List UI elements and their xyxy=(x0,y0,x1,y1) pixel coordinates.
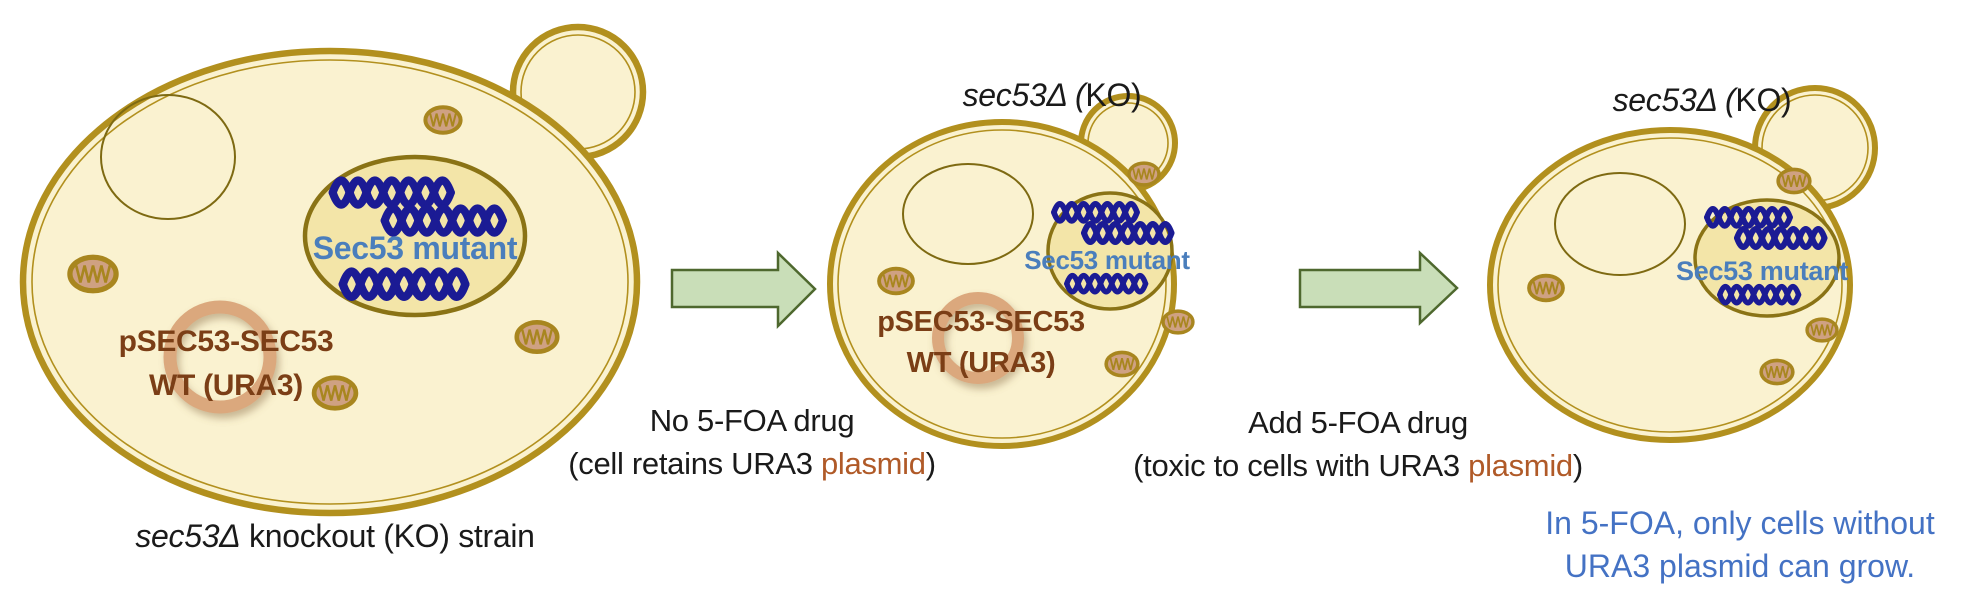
arrow2-caption-line2: (toxic to cells with URA3 plasmid) xyxy=(1133,444,1583,487)
mitochondrion-icon xyxy=(1127,161,1161,187)
arrow1-caption-line1: No 5-FOA drug xyxy=(649,403,855,438)
title-rest: KO) xyxy=(1085,77,1142,113)
arrow1-caption-line2: (cell retains URA3 plasmid) xyxy=(568,442,936,485)
title-gene-name: sec53Δ ( xyxy=(1612,82,1736,118)
mitochondrion-icon xyxy=(517,322,557,351)
caption-rest: knockout (KO) strain xyxy=(240,518,535,554)
cell-body-inner-line xyxy=(837,129,1167,439)
mitochondrion-icon xyxy=(425,107,460,133)
plasmid-label-line1: pSEC53-SEC53 xyxy=(877,306,1085,338)
plasmid-label-left: pSEC53-SEC53 WT (URA3) xyxy=(119,320,334,408)
plasmid-ring xyxy=(163,300,277,414)
nucleus-label-left: Sec53 mutant xyxy=(312,230,518,266)
mitochondrion-icon xyxy=(1805,317,1839,343)
cell-title-middle: sec53Δ (KO) xyxy=(963,77,1142,115)
growth-note-line1: In 5-FOA, only cells without xyxy=(1545,505,1935,541)
plasmid-ring xyxy=(932,292,1024,384)
title-rest: KO) xyxy=(1735,82,1792,118)
growth-note-line2: URA3 plasmid can grow. xyxy=(1564,548,1916,584)
growth-note: In 5-FOA, only cells without URA3 plasmi… xyxy=(1545,502,1934,588)
arrow2-caption-line1: Add 5-FOA drug xyxy=(1248,405,1468,440)
yeast-cell-parent xyxy=(19,23,647,517)
arrow-right-icon xyxy=(1298,250,1459,326)
arrow1-line2-plasmid-word: plasmid xyxy=(820,446,926,481)
mitochondrion-icon xyxy=(877,266,915,296)
mitochondrion-icon xyxy=(70,257,116,291)
mitochondrion-icon xyxy=(1527,273,1565,303)
cell-body-inner-line xyxy=(31,59,629,505)
plasmid-label-line2: WT (URA3) xyxy=(906,347,1056,379)
arrow2-line2-prefix: (toxic to cells with URA3 xyxy=(1133,448,1469,483)
vacuole xyxy=(100,94,236,220)
mitochondrion-icon xyxy=(1776,167,1812,195)
nucleus-label-right: Sec53 mutant xyxy=(1676,256,1848,286)
arrow-right-icon xyxy=(670,250,817,330)
mitochondrion-icon xyxy=(1104,350,1140,378)
arrow1-caption: No 5-FOA drug (cell retains URA3 plasmid… xyxy=(568,399,936,485)
yeast-cell-no-drug xyxy=(827,93,1195,449)
plasmid-label-middle: pSEC53-SEC53 WT (URA3) xyxy=(877,302,1085,384)
yeast-cell-5foa xyxy=(1487,85,1878,443)
title-gene-name: sec53Δ ( xyxy=(962,77,1086,113)
vacuole xyxy=(1554,172,1686,276)
plasmid-label-line2: WT (URA3) xyxy=(149,369,303,402)
arrow1-line2-suffix: ) xyxy=(925,446,936,481)
arrow1-line2-prefix: (cell retains URA3 xyxy=(568,446,821,481)
arrow2-line2-plasmid-word: plasmid xyxy=(1468,448,1573,483)
arrow2-caption: Add 5-FOA drug (toxic to cells with URA3… xyxy=(1133,401,1583,487)
nucleus-label-middle: Sec53 mutant xyxy=(1024,245,1190,275)
cell-caption-left: sec53Δ knockout (KO) strain xyxy=(135,518,535,556)
cell-title-right: sec53Δ (KO) xyxy=(1613,82,1792,120)
cell-body-inner-line xyxy=(1497,137,1843,433)
mitochondrion-icon xyxy=(1759,358,1795,386)
plasmid-label-line1: pSEC53-SEC53 xyxy=(118,325,334,358)
mitochondrion-icon xyxy=(1161,309,1195,335)
arrow2-line2-suffix: ) xyxy=(1572,448,1583,483)
vacuole xyxy=(902,163,1034,265)
caption-gene-name: sec53Δ xyxy=(135,518,241,554)
